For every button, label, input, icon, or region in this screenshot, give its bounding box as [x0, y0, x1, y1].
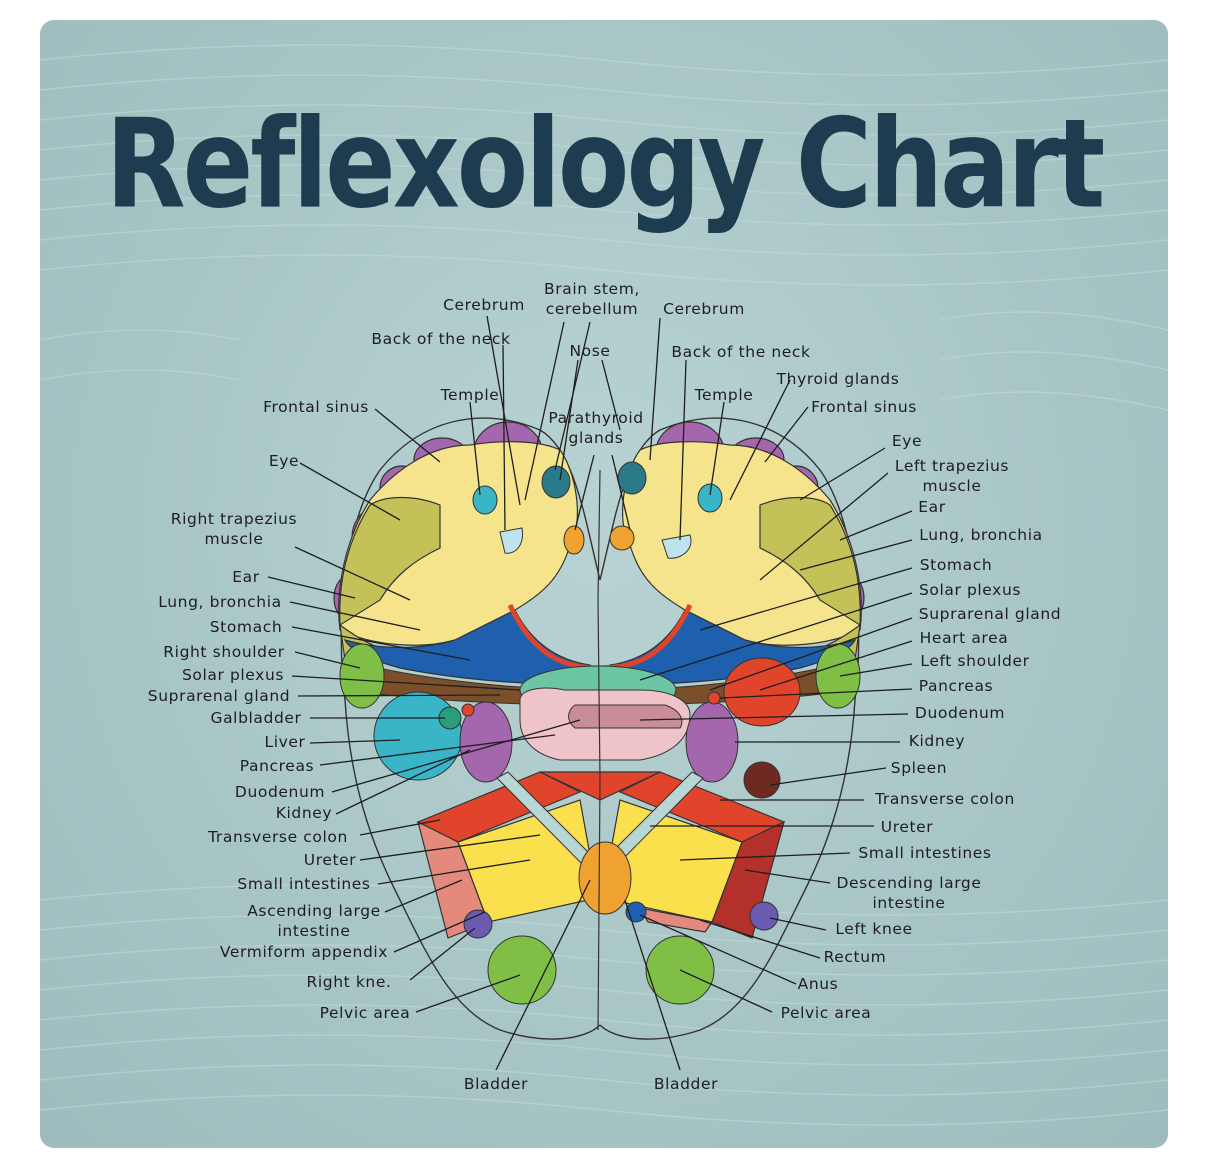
label-left-trapezius: Left trapezius — [895, 457, 1009, 475]
label-solar-right: Solar plexus — [182, 666, 284, 684]
label-ascending: Ascending large — [247, 902, 381, 920]
chart-card: Reflexology Chart — [40, 20, 1168, 1148]
label-spleen: Spleen — [891, 759, 947, 777]
label-pelvic-right: Pelvic area — [320, 1004, 411, 1022]
label-parathyroid: Parathyroid — [548, 409, 643, 427]
label-pancreas-right: Pancreas — [240, 757, 314, 775]
label-right-knee: Right kne. — [306, 973, 391, 991]
label-ureter-right: Ureter — [304, 851, 357, 869]
label-parathyroid-glands: glands — [569, 429, 624, 447]
label-suprarenal-left: Suprarenal gland — [919, 605, 1061, 623]
label-heart: Heart area — [920, 629, 1009, 647]
spleen — [743, 761, 781, 799]
label-left-shoulder: Left shoulder — [920, 652, 1029, 670]
left-shoulder — [815, 643, 861, 709]
right-temple — [472, 485, 498, 515]
label-cerebrum-right: Cerebrum — [443, 296, 525, 314]
label-pelvic-left: Pelvic area — [781, 1004, 872, 1022]
label-right-trapezius-muscle: muscle — [205, 530, 264, 548]
label-descending: Descending large — [836, 874, 981, 892]
right-suprarenal — [461, 703, 475, 717]
label-cerebrum-left: Cerebrum — [663, 300, 745, 318]
left-nose — [609, 525, 635, 551]
page-title: Reflexology Chart — [105, 92, 1106, 236]
label-small-int-left: Small intestines — [858, 844, 991, 862]
right-pelvic — [487, 935, 557, 1005]
bladder-center — [578, 841, 632, 915]
label-thyroid: Thyroid glands — [776, 370, 900, 388]
label-temple-left: Temple — [694, 386, 754, 404]
label-ear-left: Ear — [918, 498, 945, 516]
label-kidney-right: Kidney — [276, 804, 332, 822]
label-liver: Liver — [264, 733, 305, 751]
label-left-trapezius-muscle: muscle — [923, 477, 982, 495]
label-back-neck-right: Back of the neck — [371, 330, 510, 348]
label-ureter-left: Ureter — [881, 818, 934, 836]
left-temple — [697, 483, 723, 513]
left-parathyroid — [617, 461, 647, 495]
label-ascending-intestine: intestine — [278, 922, 351, 940]
label-small-int-right: Small intestines — [237, 875, 370, 893]
right-nose — [563, 525, 585, 555]
label-right-trapezius: Right trapezius — [171, 510, 297, 528]
label-duodenum-right: Duodenum — [235, 783, 325, 801]
duodenum-band — [568, 704, 683, 729]
label-suprarenal-right: Suprarenal gland — [148, 687, 290, 705]
label-temple-right: Temple — [440, 386, 500, 404]
right-olive-band — [339, 496, 441, 627]
label-brain-stem: Brain stem, — [544, 280, 640, 298]
label-lung-left: Lung, bronchia — [919, 526, 1042, 544]
label-frontal-sinus-left: Frontal sinus — [811, 398, 917, 416]
label-pancreas-left: Pancreas — [919, 677, 993, 695]
left-suprarenal — [707, 691, 721, 705]
label-right-shoulder: Right shoulder — [163, 643, 284, 661]
label-descending-intestine: intestine — [873, 894, 946, 912]
label-nose: Nose — [569, 342, 610, 360]
right-shoulder — [339, 643, 385, 709]
left-knee — [749, 901, 779, 931]
label-lung-right: Lung, bronchia — [158, 593, 281, 611]
label-cerebellum: cerebellum — [546, 300, 639, 318]
label-solar-left: Solar plexus — [919, 581, 1021, 599]
wave-background — [40, 44, 1168, 1126]
label-back-neck-left: Back of the neck — [671, 343, 810, 361]
center-line — [597, 469, 601, 1031]
label-transverse-left: Transverse colon — [874, 790, 1015, 808]
label-kidney-left: Kidney — [909, 732, 965, 750]
label-duodenum-left: Duodenum — [915, 704, 1005, 722]
label-ear-right: Ear — [232, 568, 259, 586]
right-kidney — [459, 701, 513, 783]
label-left-knee: Left knee — [835, 920, 912, 938]
right-lung — [343, 609, 591, 686]
label-eye-right: Eye — [269, 452, 299, 470]
label-rectum: Rectum — [824, 948, 887, 966]
left-back-neck — [661, 534, 692, 559]
label-bladder-right: Bladder — [464, 1075, 528, 1093]
label-vermiform: Vermiform appendix — [220, 943, 388, 961]
label-transverse-right: Transverse colon — [207, 828, 348, 846]
label-galbladder: Galbladder — [210, 709, 301, 727]
label-anus: Anus — [798, 975, 839, 993]
label-frontal-sinus-right: Frontal sinus — [263, 398, 369, 416]
label-stomach-right: Stomach — [210, 618, 283, 636]
heart-area — [723, 657, 801, 727]
right-parathyroid — [541, 465, 571, 499]
left-kidney — [685, 701, 739, 783]
label-stomach-left: Stomach — [920, 556, 993, 574]
label-bladder-left: Bladder — [654, 1075, 718, 1093]
label-eye-left: Eye — [892, 432, 922, 450]
right-back-neck — [499, 527, 524, 554]
